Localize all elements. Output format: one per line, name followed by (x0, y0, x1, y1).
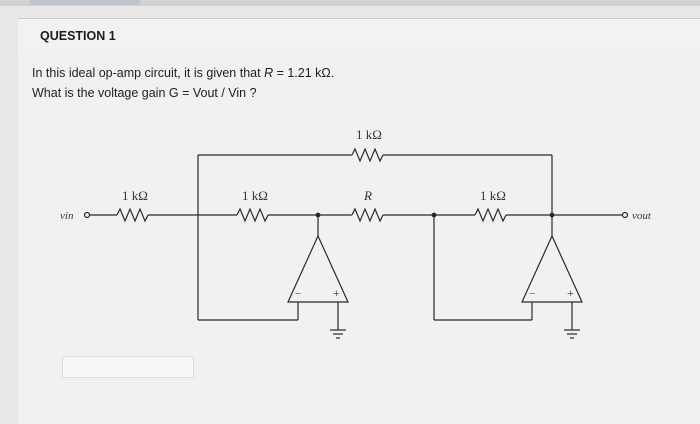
question-header: QUESTION 1 (18, 18, 700, 54)
top-toolbar-strip (0, 0, 700, 6)
vin-terminal (83, 211, 91, 219)
question-body: In this ideal op-amp circuit, it is give… (18, 52, 700, 424)
question-line-2: What is the voltage gain G = Vout / Vin … (32, 86, 257, 100)
resistor-r3 (474, 207, 507, 223)
opamp-1-plus: + (333, 286, 340, 300)
question-line-1: In this ideal op-amp circuit, it is give… (32, 66, 334, 80)
resistor-r (351, 207, 384, 223)
label-r: R (363, 188, 372, 203)
opamp-2 (521, 234, 583, 303)
label-r-feedback: 1 kΩ (356, 127, 382, 142)
opamp-1 (287, 234, 349, 303)
answer-box[interactable] (62, 356, 194, 378)
question-line-1-text: In this ideal op-amp circuit, it is give… (32, 66, 265, 80)
label-r2: 1 kΩ (242, 188, 268, 203)
opamp-2-minus: − (529, 288, 535, 300)
browser-tab-fragment (30, 0, 140, 5)
label-vin: vin (60, 210, 74, 222)
variable-r: R (264, 66, 274, 80)
resistor-r1 (116, 207, 149, 223)
resistor-feedback (351, 147, 384, 163)
label-vout: vout (632, 210, 652, 222)
vout-terminal (621, 211, 629, 219)
opamp-2-plus: + (567, 286, 574, 300)
opamp-1-minus: − (295, 288, 301, 300)
label-r1: 1 kΩ (122, 188, 148, 203)
resistor-r2 (236, 207, 269, 223)
question-line-1-value: = 1.21 kΩ. (273, 66, 335, 80)
question-title: QUESTION 1 (40, 29, 116, 43)
label-r3: 1 kΩ (480, 188, 506, 203)
